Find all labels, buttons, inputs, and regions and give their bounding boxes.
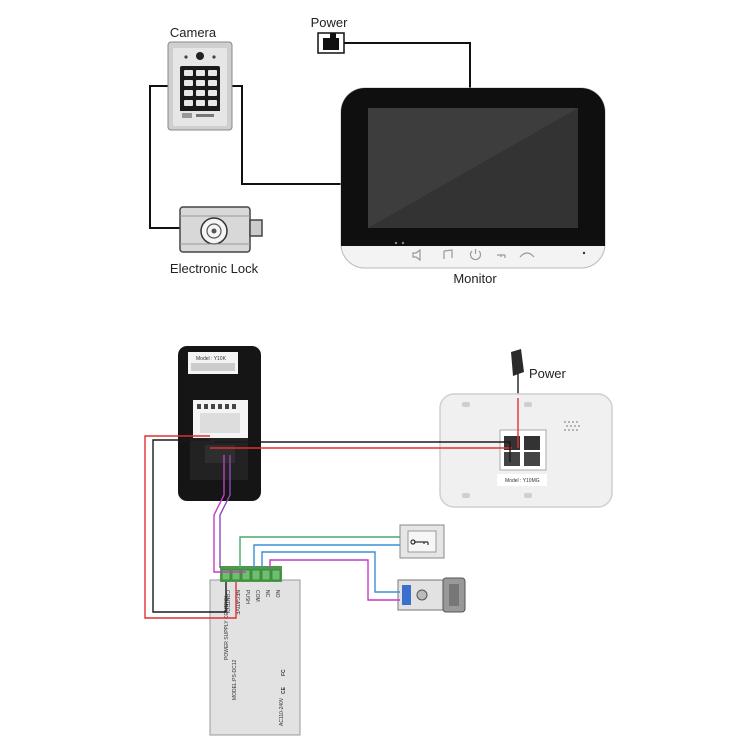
wire-camera-to-lock (149, 85, 180, 229)
bottom-wires (144, 398, 519, 619)
camera-lens-icon (196, 52, 204, 60)
wire-magenta-lock (269, 559, 400, 601)
phone-icon (519, 252, 535, 258)
wire-black (152, 439, 227, 613)
wire-black-monitor (215, 441, 511, 462)
psu-terminal-no: NO (274, 590, 280, 598)
wire-blue-lock (261, 551, 400, 593)
monitor-back: Model : Y10MG (439, 393, 613, 508)
wire-purple-push (219, 455, 231, 568)
wire-red-monitor (144, 435, 237, 619)
power-label-bottom: Power (529, 366, 567, 381)
power-supply: CONTROL NEGATIVE PUSH COM NC NO POWER SU… (209, 566, 301, 736)
camera-model-label: Model : Y10K (196, 356, 227, 362)
monitor-top (340, 87, 606, 269)
psu-title: POWER SUPPLY CONTROL (224, 594, 230, 660)
camera-back: Model : Y10K (178, 346, 261, 501)
power-icon (469, 249, 482, 261)
key-icon (497, 254, 506, 258)
exit-button (399, 524, 445, 559)
monitor-buttons (412, 248, 535, 262)
wire-power-to-monitor (344, 42, 471, 92)
bolt-lock (397, 577, 466, 613)
wire-blue (253, 544, 400, 568)
psu-terminal-push: PUSH (244, 590, 250, 604)
wire-green (239, 536, 400, 568)
psu-terminal-com: COM (254, 590, 260, 602)
wire-camera-to-monitor (232, 85, 344, 185)
power-label-top: Power (311, 15, 349, 30)
speaker-icon (412, 248, 421, 262)
electronic-lock (179, 206, 263, 253)
psu-model: MODEL:PS-DC12 (232, 659, 238, 700)
camera-label: Camera (170, 25, 217, 40)
camera-keypad (184, 70, 217, 106)
power-adapter-bottom (511, 349, 524, 398)
music-icon (443, 249, 453, 259)
top-diagram: Camera Power Electronic Lock (149, 15, 606, 286)
psu-terminal-nc: NC (264, 590, 270, 598)
monitor-label: Monitor (453, 271, 497, 286)
power-adapter-top (317, 32, 345, 54)
monitor-model-label: Model : Y10MG (505, 478, 540, 484)
psu-input: AC110-240V (279, 697, 285, 726)
psu-terminal-negative: NEGATIVE (234, 590, 240, 616)
lock-label: Electronic Lock (170, 261, 259, 276)
top-wires (149, 42, 471, 229)
wire-magenta-push (213, 455, 246, 573)
psu-ce-mark: CE (281, 686, 287, 694)
psu-terminal-control: CONTROL (224, 590, 230, 615)
key-icon-button (414, 541, 429, 545)
camera-device (167, 41, 233, 131)
psu-fc-mark: FC (281, 669, 287, 676)
bottom-diagram: Model : Y10K Power (144, 346, 613, 736)
speaker-grille (564, 421, 580, 431)
